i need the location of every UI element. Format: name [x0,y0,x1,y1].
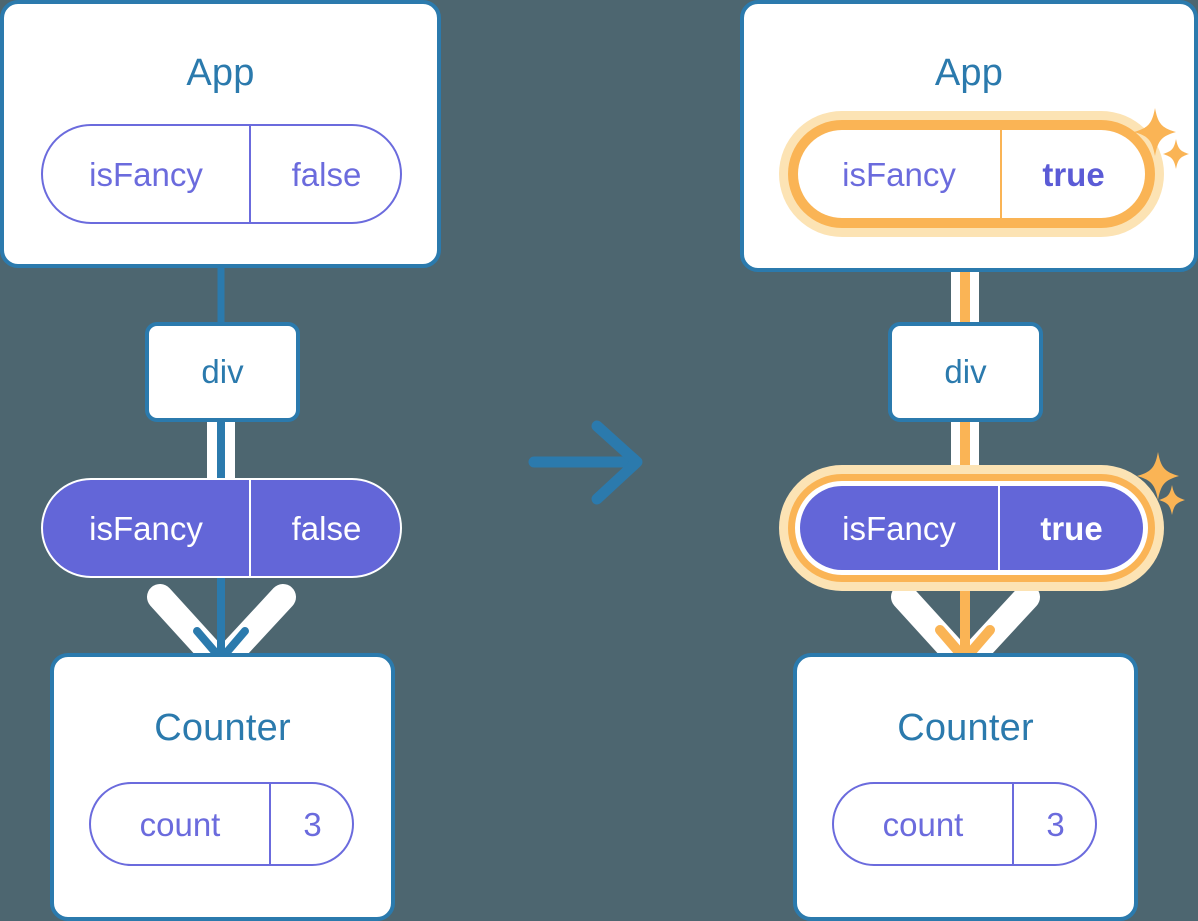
counter-state-pill-before[interactable]: count 3 [89,782,354,866]
app-state-pill-value-before: false [291,155,362,193]
counter-state-pill-value-after: 3 [1046,805,1065,843]
app-state-pill-value-after: true [1042,155,1105,193]
counter-state-pill-after[interactable]: count 3 [832,782,1097,866]
counter-state-pill-value-before: 3 [303,805,322,843]
pill-divider [1012,784,1014,864]
app-state-pill-before[interactable]: isFancy false [41,124,402,224]
counter-card-title-before: Counter [154,707,291,749]
app-card-title-after: App [934,52,1004,94]
counter-state-pill-key-before: count [139,805,221,843]
app-state-pill-inner-bg-after [798,130,1145,218]
pill-divider [249,126,251,222]
counter-card-title-after: Counter [897,707,1034,749]
pill-divider [249,480,251,576]
prop-pill-before[interactable]: isFancy false [41,478,402,578]
prop-pill-key-before: isFancy [89,509,203,547]
app-state-pill-after[interactable]: isFancy true [798,130,1145,218]
pill-divider [269,784,271,864]
prop-pill-value-after: true [1040,509,1103,547]
pill-divider [998,486,1000,570]
app-card-title-before: App [186,52,255,94]
prop-pill-key-after: isFancy [842,509,956,547]
app-state-pill-key-before: isFancy [89,155,203,193]
arrow-right-icon [528,420,643,505]
prop-pill-value-before: false [291,509,362,547]
dom-node-div-label-before: div [201,353,244,390]
app-state-pill-key-after: isFancy [842,155,956,193]
pill-divider [1000,130,1002,218]
dom-node-div-before: div [145,322,300,422]
counter-state-pill-key-after: count [882,805,964,843]
dom-node-div-label-after: div [944,353,987,390]
prop-pill-after[interactable]: isFancy true [800,486,1143,570]
dom-node-div-after: div [888,322,1043,422]
